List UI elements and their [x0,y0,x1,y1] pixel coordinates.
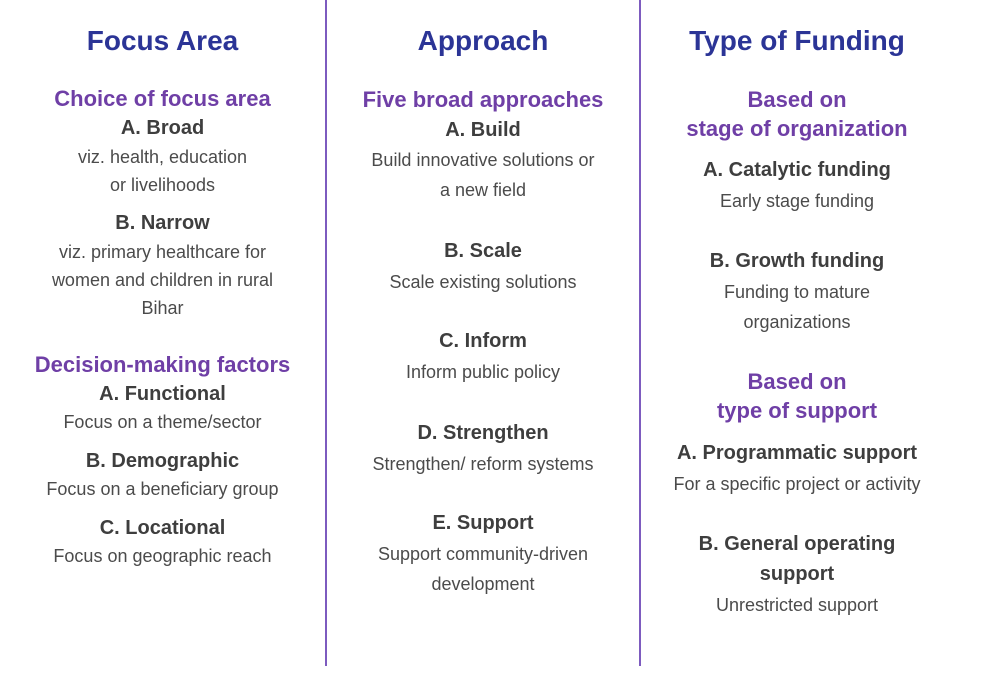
choice-heading: Choice of focus area [54,86,271,111]
narrow-label: B. Narrow [115,212,210,234]
scale-desc: Scale existing solutions [389,272,577,292]
demographic-desc: Focus on a beneficiary group [46,479,279,499]
catalytic-desc: Early stage funding [719,191,875,211]
scale-label: B. Scale [444,240,522,262]
inform-desc: Inform public policy [405,362,561,382]
factors-heading: Decision-making factors [34,352,291,377]
narrow-desc-line2: women and children in rural [51,270,274,290]
build-label: A. Build [445,119,521,141]
build-desc-line2: a new field [439,180,527,200]
support-type-heading-line2: type of support [716,398,878,423]
catalytic-label: A. Catalytic funding [703,159,891,181]
general-desc: Unrestricted support [715,595,879,615]
functional-desc: Focus on a theme/sector [63,412,262,432]
general-label-line2: support [759,563,835,585]
support-type-heading-line1: Based on [747,369,847,394]
general-label-line1: B. General operating [698,533,896,555]
narrow-desc-line3: Bihar [141,298,184,318]
column-divider-right [639,0,641,666]
growth-label: B. Growth funding [709,250,885,272]
build-desc-line1: Build innovative solutions or [371,150,595,170]
approaches-heading: Five broad approaches [362,87,604,112]
column-divider-left [325,0,327,666]
growth-desc-line1: Funding to mature [723,282,871,302]
strengthen-desc: Strengthen/ reform systems [372,454,594,474]
funding-title: Type of Funding [689,25,905,56]
broad-desc-line1: viz. health, education [77,147,248,167]
locational-desc: Focus on geographic reach [53,546,272,566]
stage-heading-line1: Based on [747,87,847,112]
programmatic-label: A. Programmatic support [676,442,918,464]
strengthen-label: D. Strengthen [417,422,549,444]
support-desc-line2: development [431,574,535,594]
support-label: E. Support [432,512,534,534]
inform-label: C. Inform [439,330,527,352]
approach-title: Approach [417,25,549,56]
demographic-label: B. Demographic [85,450,240,472]
support-desc-line1: Support community-driven [377,544,589,564]
narrow-desc-line1: viz. primary healthcare for [58,242,267,262]
broad-label: A. Broad [120,117,205,139]
locational-label: C. Locational [99,517,226,539]
growth-desc-line2: organizations [743,312,851,332]
broad-desc-line2: or livelihoods [109,175,216,195]
programmatic-desc: For a specific project or activity [673,474,921,494]
stage-heading-line2: stage of organization [686,116,908,141]
functional-label: A. Functional [99,383,226,405]
focus-area-title: Focus Area [86,25,239,56]
